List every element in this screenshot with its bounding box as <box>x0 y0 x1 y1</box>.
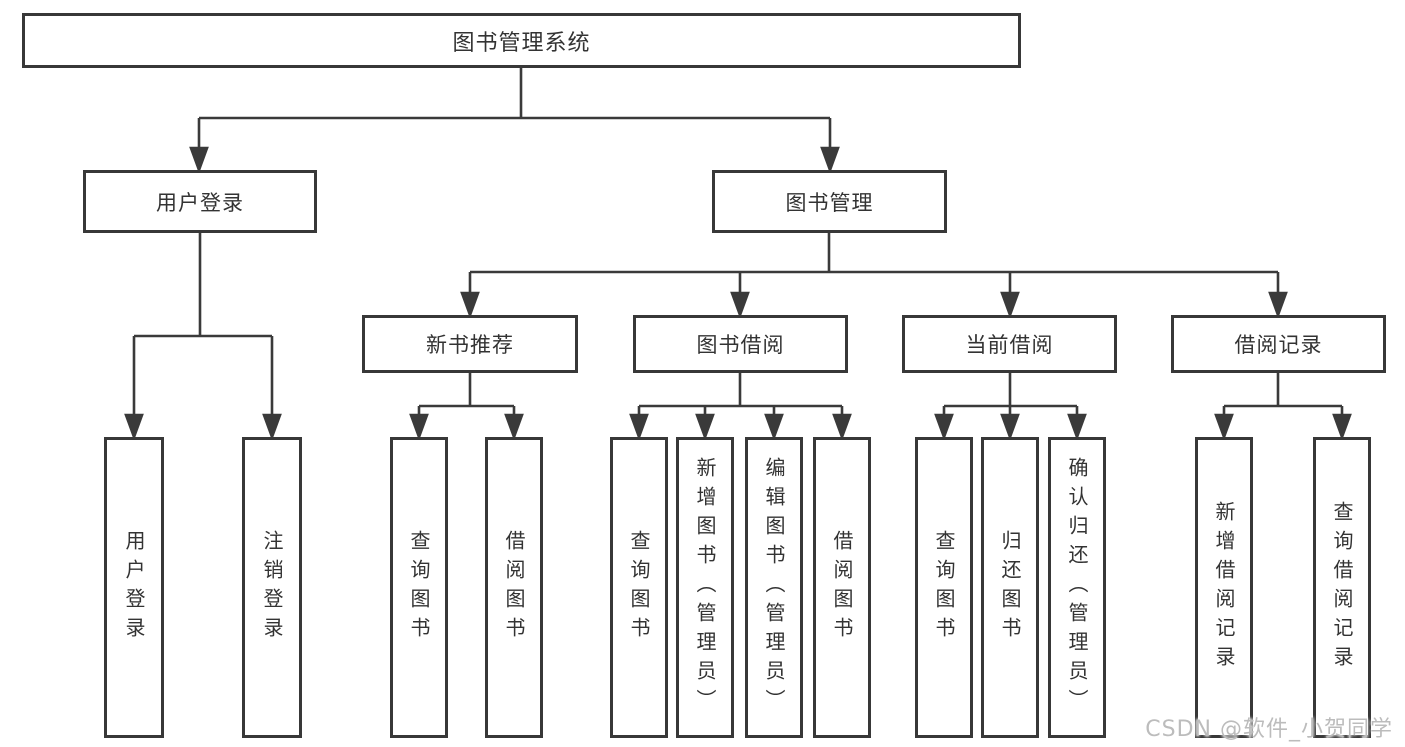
leaf-logout: 注销登录 <box>242 437 302 738</box>
arrowhead-icon <box>764 413 784 441</box>
node-label: 查询图书 <box>932 529 956 646</box>
leaf-query-books-recommend: 查询图书 <box>390 437 448 738</box>
node-label: 借阅图书 <box>830 529 854 646</box>
leaf-query-books-borrow: 查询图书 <box>610 437 668 738</box>
arrowhead-icon <box>409 413 429 441</box>
connector-root-to-level2 <box>189 68 840 174</box>
node-label: 用户登录 <box>156 190 244 215</box>
node-label: 注销登录 <box>260 529 284 646</box>
node-user-login: 用户登录 <box>83 170 317 233</box>
node-label: 当前借阅 <box>965 333 1054 357</box>
node-label: 用户登录 <box>122 529 146 646</box>
leaf-query-books-current: 查询图书 <box>915 437 973 738</box>
arrowhead-icon <box>1268 291 1288 319</box>
arrowhead-icon <box>820 146 840 174</box>
node-label: 借阅图书 <box>502 529 526 646</box>
leaf-add-borrow-record: 新增借阅记录 <box>1195 437 1253 738</box>
arrowhead-icon <box>504 413 524 441</box>
node-label: 借阅记录 <box>1234 333 1323 357</box>
arrowhead-icon <box>1332 413 1352 441</box>
node-label: 编辑图书（管理员） <box>762 457 786 718</box>
node-label: 图书管理 <box>785 190 874 215</box>
arrowhead-icon <box>189 146 209 174</box>
node-label: 查询图书 <box>407 529 431 646</box>
csdn-watermark: CSDN @软件_小贺同学 <box>1145 717 1393 742</box>
node-label: 确认归还（管理员） <box>1065 457 1089 718</box>
arrowhead-icon <box>124 413 144 441</box>
arrowhead-icon <box>460 291 480 319</box>
leaf-borrow-books-borrow: 借阅图书 <box>813 437 871 738</box>
node-new-book-recommendation: 新书推荐 <box>362 315 578 373</box>
arrowhead-icon <box>1000 413 1020 441</box>
connector-book-management-children <box>460 233 1288 319</box>
arrowhead-icon <box>1000 291 1020 319</box>
node-label: 图书借阅 <box>696 333 785 357</box>
arrowhead-icon <box>262 413 282 441</box>
leaf-borrow-books-recommend: 借阅图书 <box>485 437 543 738</box>
node-library-system: 图书管理系统 <box>22 13 1021 68</box>
node-label: 查询借阅记录 <box>1330 500 1354 675</box>
node-label: 图书管理系统 <box>452 30 591 56</box>
leaf-user-login: 用户登录 <box>104 437 164 738</box>
arrowhead-icon <box>832 413 852 441</box>
arrowhead-icon <box>730 291 750 319</box>
arrowhead-icon <box>1067 413 1087 441</box>
connector-current-borrow-children <box>934 373 1087 441</box>
connector-book-borrow-children <box>629 373 852 441</box>
node-current-borrowing: 当前借阅 <box>902 315 1117 373</box>
node-book-borrowing: 图书借阅 <box>633 315 848 373</box>
arrowhead-icon <box>629 413 649 441</box>
node-label: 归还图书 <box>998 529 1022 646</box>
leaf-add-book-admin: 新增图书（管理员） <box>676 437 734 738</box>
node-borrowing-records: 借阅记录 <box>1171 315 1386 373</box>
leaf-edit-book-admin: 编辑图书（管理员） <box>745 437 803 738</box>
connector-user-login-children <box>124 233 282 441</box>
node-label: 查询图书 <box>627 529 651 646</box>
arrowhead-icon <box>695 413 715 441</box>
node-label: 新增借阅记录 <box>1212 500 1236 675</box>
leaf-return-books: 归还图书 <box>981 437 1039 738</box>
node-label: 新书推荐 <box>426 333 514 357</box>
connector-borrow-records-children <box>1214 373 1352 441</box>
connector-new-book-children <box>409 373 524 441</box>
leaf-confirm-return-admin: 确认归还（管理员） <box>1048 437 1106 738</box>
node-book-management: 图书管理 <box>712 170 947 233</box>
node-label: 新增图书（管理员） <box>693 457 717 718</box>
arrowhead-icon <box>934 413 954 441</box>
arrowhead-icon <box>1214 413 1234 441</box>
leaf-query-borrow-record: 查询借阅记录 <box>1313 437 1371 738</box>
